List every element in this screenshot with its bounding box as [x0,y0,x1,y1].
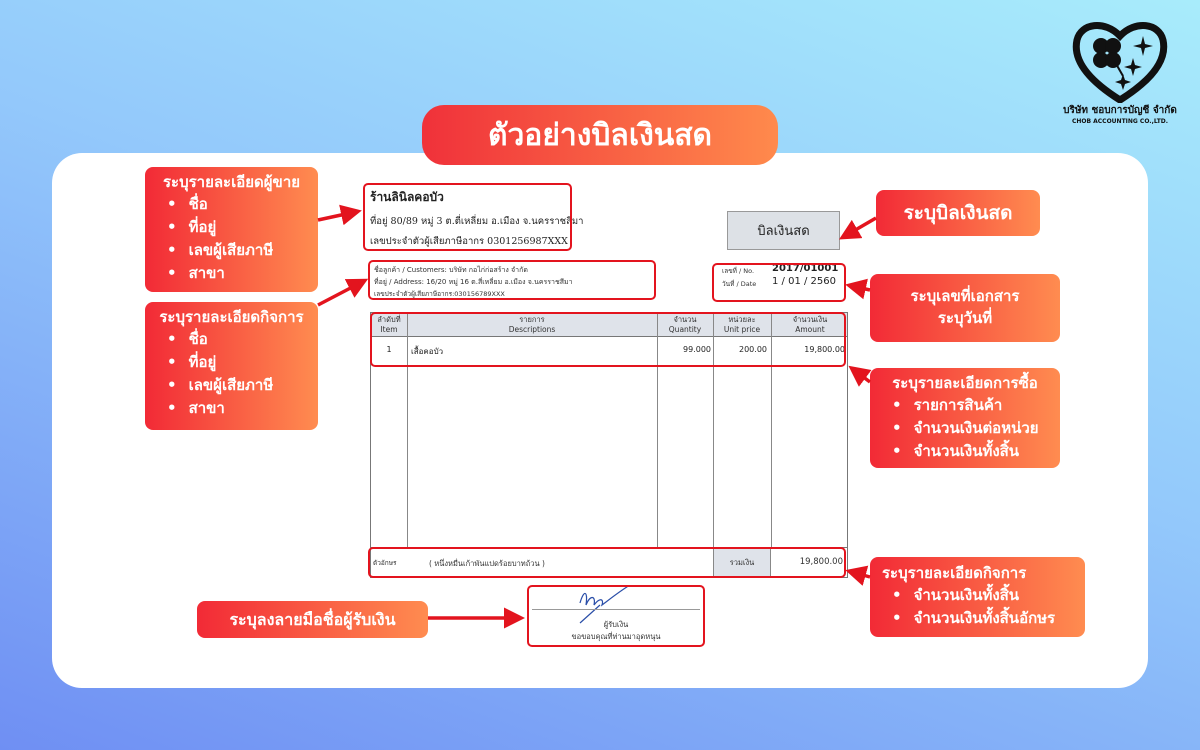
callout-item: ที่อยู่ [167,216,318,239]
doc-no-value: 2017/01001 [772,263,839,274]
bill-type-callout: ระบุบิลเงินสด [876,190,1040,236]
seller-name: ร้านลินิลคอบัว [370,190,444,204]
words-label: ตัวอักษร [373,559,397,567]
callout-item: ชื่อ [167,328,318,351]
doc-number-arrow [845,278,871,300]
seller-arrow [317,204,362,226]
heart-clover-logo-icon [1072,22,1168,103]
row-item: 1 [386,345,392,354]
callout-item: จำนวนเงินทั้งสิ้นอักษร [892,607,1085,630]
header-qty-th: จำนวน [673,315,697,324]
signature-callout: ระบุลงลายมือชื่อผู้รับเงิน [197,601,428,638]
row-qty: 99.000 [683,345,711,354]
purchase-arrow [848,365,872,387]
bill-type-label: บิลเงินสด [727,211,840,250]
signature-highlight [527,585,705,647]
header-desc-th: รายการ [519,315,545,324]
thanks-text: ขอขอบคุณที่ท่านมาอุดหนุน [571,632,661,641]
doc-no-label: เลขที่ / No. [722,267,755,275]
signature-callout-heading: ระบุลงลายมือชื่อผู้รับเงิน [229,609,396,629]
header-amount-en: Amount [795,325,825,334]
company-name-en: CHOB ACCOUNTING CO.,LTD. [1071,118,1169,125]
signature-area: ผู้รับเงิน ขอขอบคุณที่ท่านมาอุดหนุน [530,585,702,645]
receiver-label: ผู้รับเงิน [603,620,629,629]
bill-type-arrow [838,216,877,240]
page-title: ตัวอย่างบิลเงินสด [422,105,778,165]
seller-callout-heading: ระบุรายละเอียดผู้ขาย [162,173,301,191]
callout-item: ชื่อ [167,193,318,216]
customer-arrow [317,278,369,307]
doc-date-label: วันที่ / Date [722,280,757,288]
row-amount: 19,800.00 [804,345,845,354]
callout-item: ที่อยู่ [167,351,318,374]
row-desc: เสื้อคอบัว [411,347,444,356]
doc-date-value: 1 / 01 / 2560 [772,276,836,287]
seller-callout: ระบุรายละเอียดผู้ขาย ชื่อที่อยู่เลขผู้เส… [145,167,318,292]
header-item-th: ลำดับที่ [377,315,401,324]
table-header [371,313,847,337]
header-desc-en: Descriptions [508,325,556,334]
callout-item: สาขา [167,397,318,420]
total-highlight [368,547,846,578]
total-callout-heading: ระบุรายละเอียดกิจการ [882,564,1027,582]
total-arrow [845,565,871,586]
header-amount-th: จำนวนเงิน [792,315,828,324]
customer-callout: ระบุรายละเอียดกิจการ ชื่อที่อยู่เลขผู้เส… [145,302,318,430]
callout-item: จำนวนเงินทั้งสิ้น [892,440,1060,463]
purchase-callout: ระบุรายละเอียดการซื้อ รายการสินค้าจำนวนเ… [870,368,1060,468]
company-logo: บริษัท ชอบการบัญชี จำกัด CHOB ACCOUNTING… [1040,18,1200,128]
callout-item: เลขผู้เสียภาษี [167,374,318,397]
customer-callout-heading: ระบุรายละเอียดกิจการ [159,308,304,326]
customer-highlight [368,260,656,300]
seller-address: ที่อยู่ 80/89 หมู่ 3 ต.ตี่เหลี่ยม อ.เมือ… [370,216,584,227]
bill-type-callout-heading: ระบุบิลเงินสด [903,202,1013,224]
signature-icon [579,585,631,624]
purchase-highlight [370,312,846,367]
purchase-callout-heading: ระบุรายละเอียดการซื้อ [892,374,1038,392]
seller-tax-id: เลขประจำตัวผู้เสียภาษีอากร 0301256987XXX [370,236,568,247]
header-unit-en: Unit price [723,325,761,334]
callout-item: จำนวนเงินทั้งสิ้น [892,584,1085,607]
doc-number-callout: ระบุเลขที่เอกสาร ระบุวันที่ [870,274,1060,342]
bill-document: ร้านลินิลคอบัว ที่อยู่ 80/89 หมู่ 3 ต.ตี… [360,180,850,650]
customer-tax-id: เลขประจำตัวผู้เสียภาษีอากร:030156789XXX [374,290,505,298]
customer-name: ชื่อลูกค้า / Customers: บริษัท กอไก่ก่อส… [374,266,528,274]
doc-number-callout-line2: ระบุวันที่ [937,309,993,327]
company-name-th: บริษัท ชอบการบัญชี จำกัด [1063,105,1177,116]
seller-highlight [363,183,572,251]
total-label: รวมเงิน [713,548,771,577]
header-qty-en: Quantity [668,325,702,334]
words-value: ( หนึ่งหมื่นเก้าพันแปดร้อยบาทถ้วน ) [429,559,545,568]
header-item-en: Item [380,325,398,334]
row-unit: 200.00 [739,345,767,354]
doc-number-callout-line1: ระบุเลขที่เอกสาร [910,287,1020,305]
callout-item: เลขผู้เสียภาษี [167,239,318,262]
callout-item: สาขา [167,262,318,285]
callout-item: รายการสินค้า [892,394,1060,417]
header-unit-th: หน่วยละ [728,315,756,324]
callout-item: จำนวนเงินต่อหน่วย [892,417,1060,440]
customer-address: ที่อยู่ / Address: 16/20 หมู่ 16 ต.สี่เห… [374,278,573,286]
total-value: 19,800.00 [799,557,843,567]
doc-number-highlight [712,263,846,302]
total-callout: ระบุรายละเอียดกิจการ จำนวนเงินทั้งสิ้นจำ… [870,557,1085,637]
